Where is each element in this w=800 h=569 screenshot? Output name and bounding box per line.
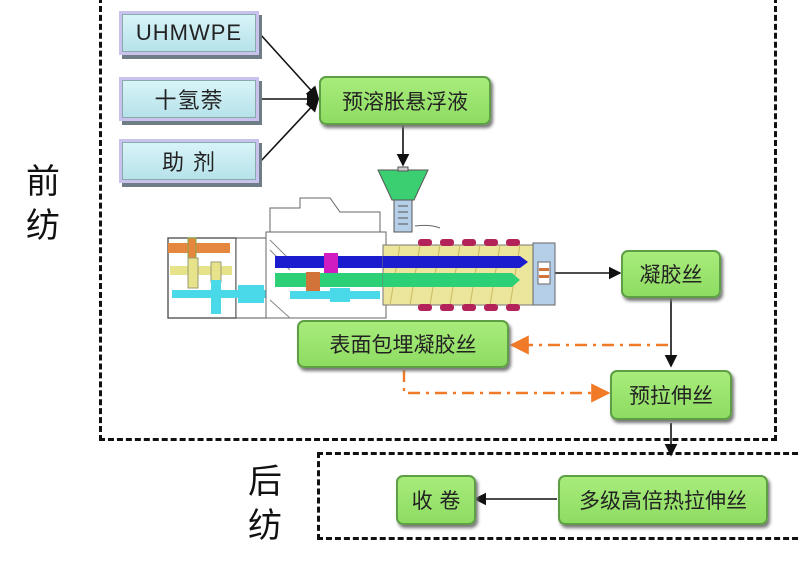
step-embedded-gel-fiber: 表面包埋凝胶丝 — [297, 320, 509, 368]
pre-spinning-label: 前 纺 — [26, 160, 60, 248]
step-multi-stretch: 多级高倍热拉伸丝 — [558, 475, 768, 525]
dash-dot-arrows — [402, 335, 668, 403]
step-winding: 收 卷 — [396, 475, 476, 525]
extruder-illustration — [167, 166, 556, 319]
post-spinning-char-2: 纺 — [248, 506, 282, 546]
post-spinning-label: 后 纺 — [248, 460, 282, 548]
step-label: 收 卷 — [411, 489, 461, 513]
input-arrows — [259, 33, 678, 506]
dashdot-arrow-embedded-to-prestretch — [402, 370, 611, 403]
step-gel-fiber: 凝胶丝 — [621, 250, 721, 298]
input-label: UHMWPE — [135, 20, 243, 45]
step-suspension: 预溶胀悬浮液 — [319, 76, 491, 125]
step-label: 凝胶丝 — [639, 263, 703, 287]
pre-spinning-char-1: 前 — [26, 162, 60, 202]
hopper-icon — [377, 169, 429, 201]
step-label: 多级高倍热拉伸丝 — [579, 489, 747, 513]
input-label: 十氢萘 — [154, 89, 224, 114]
step-label: 预拉伸丝 — [629, 384, 713, 408]
pre-spinning-frame — [99, 0, 777, 441]
step-pre-stretched: 预拉伸丝 — [610, 370, 732, 420]
input-additive: 助 剂 — [122, 142, 256, 180]
arrow-additive-to-suspension — [259, 98, 320, 163]
post-spinning-frame — [317, 452, 800, 540]
step-label: 表面包埋凝胶丝 — [329, 333, 477, 357]
input-uhmwpe: UHMWPE — [122, 14, 256, 52]
pre-spinning-char-2: 纺 — [26, 206, 60, 246]
input-label: 助 剂 — [162, 151, 216, 176]
step-label: 预溶胀悬浮液 — [342, 89, 468, 114]
post-spinning-char-1: 后 — [248, 462, 282, 502]
arrow-uhmwpe-to-suspension — [259, 33, 320, 100]
input-decalin: 十氢萘 — [122, 80, 256, 118]
